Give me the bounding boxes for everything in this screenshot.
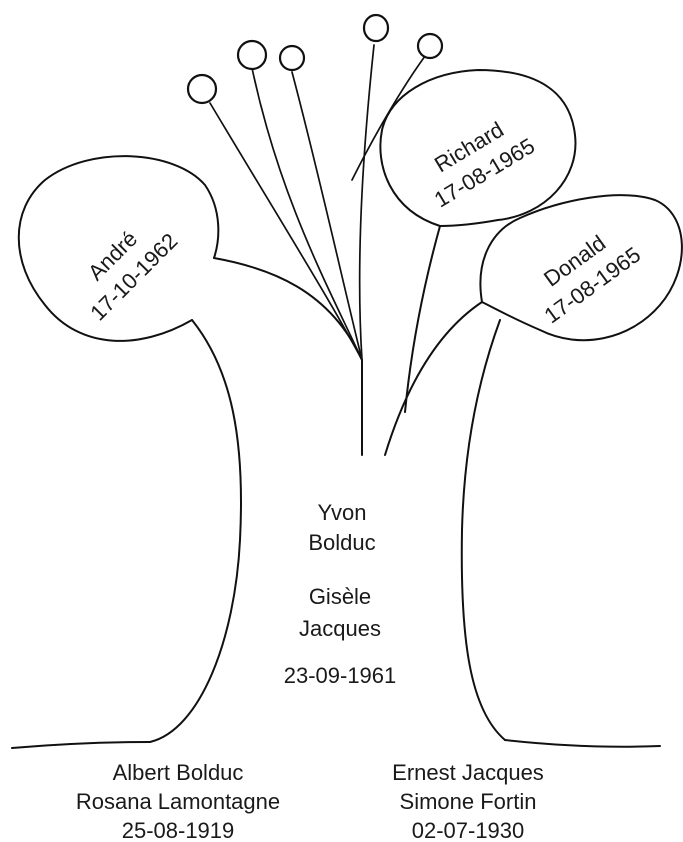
leaf-richard-label: Richard 17-08-1965 [430,117,539,213]
maternal-line-2: Simone Fortin [400,789,537,814]
ground-line [11,739,661,749]
trunk-left-outline [149,319,243,743]
maternal-date: 02-07-1930 [412,818,525,842]
paternal-date: 25-08-1919 [122,818,235,842]
leaf-andre-outline [17,155,220,342]
leaf-richard-outline [379,69,577,227]
inner-branch-richard [404,225,441,413]
bud-2 [236,39,268,71]
twig-3 [291,71,363,361]
husband-last-name: Bolduc [308,530,375,555]
trunk-right-outline [460,319,506,741]
husband-first-name: Yvon [318,500,367,525]
bud-5 [416,32,444,60]
leaf-donald-outline [479,194,683,342]
maternal-line-1: Ernest Jacques [392,760,544,785]
twig-5 [351,51,429,181]
leaf-donald-label: Donald 17-08-1965 [539,230,645,328]
paternal-line-1: Albert Bolduc [113,760,244,785]
marriage-date: 23-09-1961 [284,663,397,688]
twig-1 [209,102,363,361]
inner-branch-left [213,257,363,361]
wife-first-name: Gisèle [309,584,371,609]
twig-4 [358,44,375,361]
bud-3 [278,44,306,72]
bud-4 [362,13,390,43]
paternal-line-2: Rosana Lamontagne [76,789,280,814]
twig-2 [251,67,363,361]
leaf-andre-label: André 17-10-1962 [83,226,182,325]
bud-1 [186,73,218,105]
wife-last-name: Jacques [299,616,381,641]
inner-branch-donald [384,301,483,456]
